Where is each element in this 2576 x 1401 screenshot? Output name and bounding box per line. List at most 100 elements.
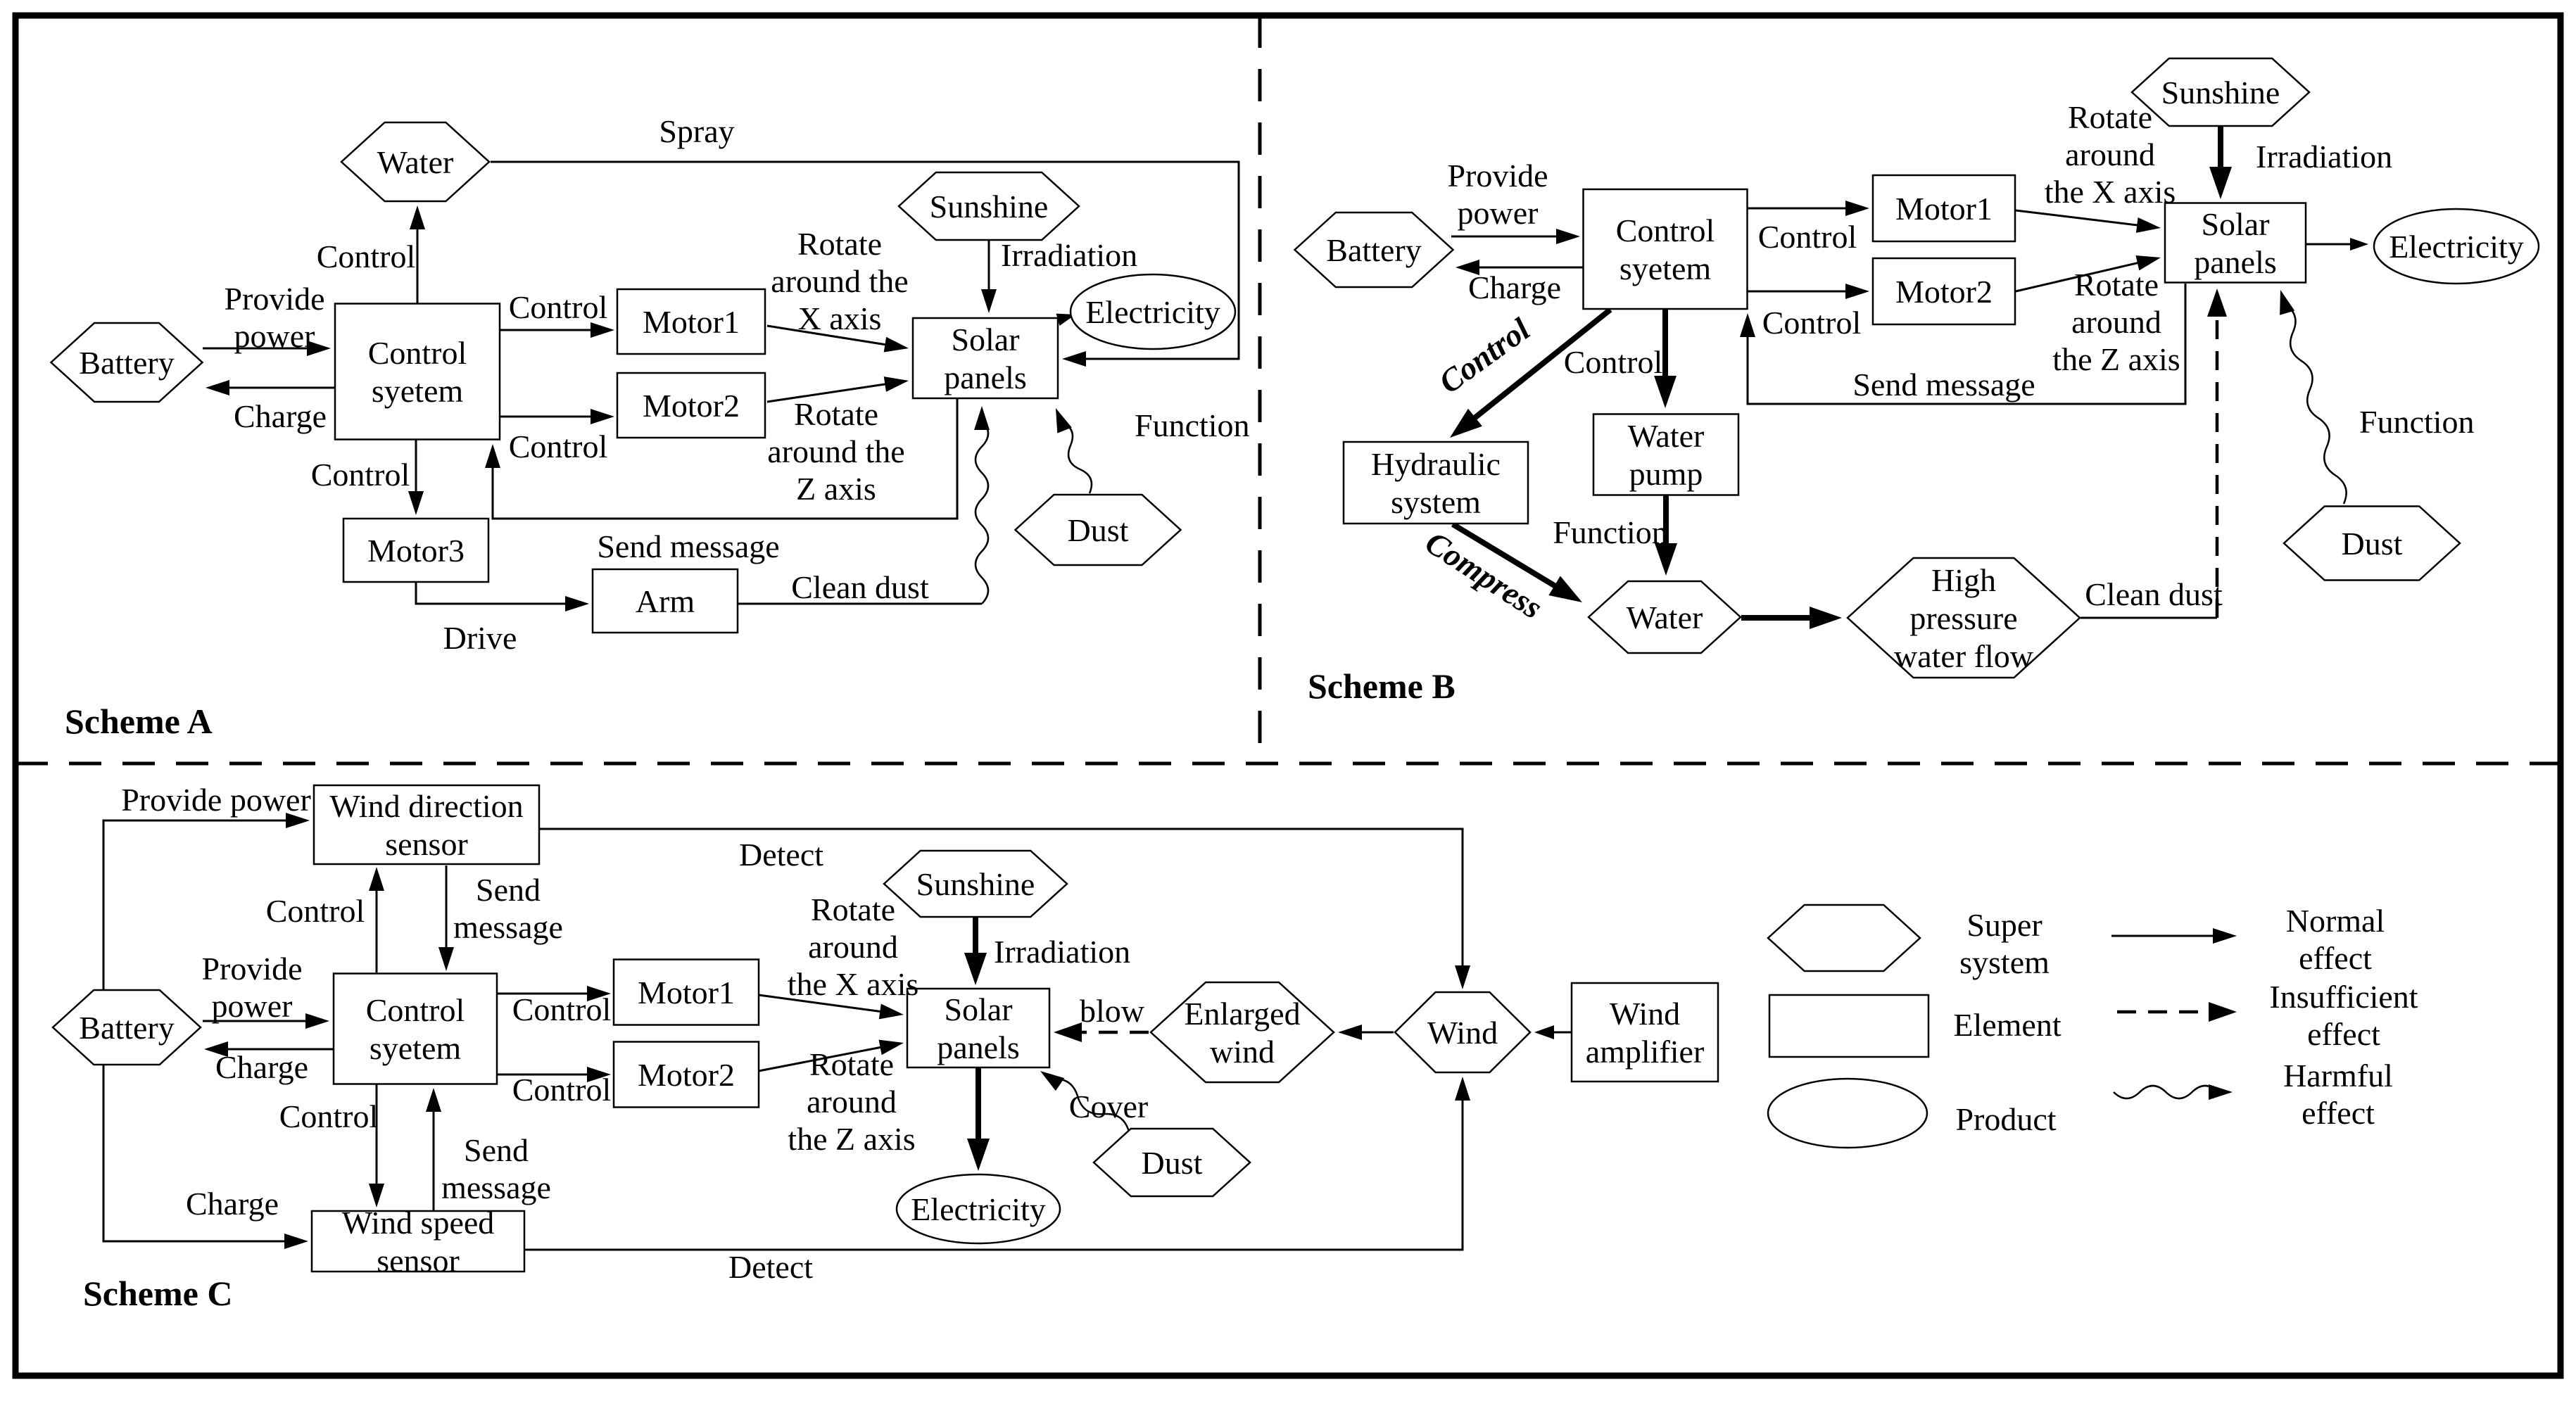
legend-insufficient-arrow-arrowhead [2209, 1002, 2237, 1022]
c-solar-electricity-arrowhead [967, 1139, 990, 1171]
node-a-sunshine-label: Sunshine [930, 189, 1049, 224]
node-b-high-pressure-water-flow [1846, 557, 2081, 679]
b-clean-dust-solar-arrowhead [2207, 289, 2227, 317]
a-control-motor1-arrowhead [591, 322, 614, 338]
node-c-dust [1092, 1127, 1251, 1198]
node-b-high-pressure-water-flow-label-line: pressure [1909, 600, 2017, 636]
node-c-wind-direction-sensor [312, 784, 541, 866]
a-send-message-label: Send message [597, 528, 779, 564]
node-c-control-system-label-line: syetem [370, 1030, 462, 1066]
node-a-motor2-label-line: Motor2 [643, 388, 740, 424]
node-b-dust-label-line: Dust [2342, 526, 2403, 562]
a-charge-label: Charge [234, 398, 327, 434]
node-b-high-pressure-water-flow-label-line: water flow [1894, 638, 2034, 674]
b-motor1-solar-arrowhead [2135, 217, 2161, 233]
c-windspeed-detect-wind-arrowhead [1455, 1077, 1470, 1101]
b-rotate-z-label-line: around [2071, 304, 2161, 340]
node-c-control-system-label-line: Control [366, 992, 465, 1028]
b-control-hydraulic-arrowhead [1450, 408, 1482, 438]
legend-harmful-arrow-arrowhead [2209, 1084, 2233, 1100]
a-control-motor2-label: Control [509, 429, 608, 464]
c-send-message-bottom-label-line: Send [464, 1132, 529, 1168]
legend-super-system-label-line: Super [1966, 907, 2042, 943]
node-b-sunshine-label-line: Sunshine [2161, 75, 2280, 110]
edge-a-arm-clean-dust-solar [974, 419, 990, 604]
edge-c-battery-windspeed-charge [102, 1063, 294, 1243]
node-c-motor1-label: Motor1 [638, 975, 735, 1010]
c-blow-label: blow [1080, 993, 1145, 1029]
node-b-motor2 [1871, 257, 2016, 326]
edge-b-control-hydraulic [1463, 307, 1612, 428]
b-control-hydraulic-label: Control [1432, 311, 1536, 400]
node-c-battery-label-line: Battery [79, 1010, 174, 1046]
node-a-motor1 [616, 288, 766, 355]
c-winddir-send-control-arrowhead [438, 947, 454, 971]
c-control-windspeed-label: Control [279, 1098, 379, 1134]
node-c-enlarged-wind [1149, 981, 1335, 1084]
edge-c-motor2-solar [758, 1044, 890, 1072]
c-wind-enlarged-arrowhead [1338, 1025, 1362, 1040]
node-a-control-system-label-line: Control [368, 335, 467, 371]
edge-a-solar-send-message-control [491, 399, 959, 520]
edge-b-dust-function-solar [2284, 303, 2347, 505]
a-control-motor3-label: Control [311, 457, 410, 493]
node-b-hydraulic-system-label-line: system [1391, 484, 1481, 520]
node-b-water-pump [1592, 413, 1740, 496]
b-control-motor2-label: Control [1762, 305, 1862, 341]
edge-a-motor2-solar [766, 381, 895, 403]
legend-harmful-label-line: Harmful [2283, 1058, 2393, 1093]
node-c-wind-label-line: Wind [1427, 1015, 1498, 1051]
c-control-motor2-arrowhead [587, 1067, 611, 1082]
node-a-electricity [1069, 273, 1237, 350]
a-motor3-arm-arrowhead [565, 596, 589, 611]
node-b-solar-panels-label-line: panels [2194, 244, 2277, 280]
edge-b-motor1-solar [2015, 209, 2147, 228]
node-c-motor2 [612, 1041, 760, 1108]
node-a-battery-label-line: Battery [79, 345, 174, 381]
a-solar-send-message-control-arrowhead [485, 444, 500, 468]
node-c-dust-label: Dust [1142, 1145, 1203, 1181]
node-a-battery [49, 322, 204, 403]
scheme-a-label: Scheme A [65, 702, 213, 741]
c-rotate-z-label-line: the Z axis [788, 1121, 915, 1157]
node-c-dust-label-line: Dust [1142, 1145, 1203, 1181]
b-motor2-solar-arrowhead [2135, 255, 2161, 271]
node-a-dust-label: Dust [1068, 512, 1129, 548]
b-rotate-x-label-line: around [2065, 137, 2155, 172]
edge-c-windspeed-detect-wind [524, 1091, 1464, 1251]
node-c-wind-speed-sensor [310, 1210, 526, 1273]
node-b-hydraulic-system-label-line: Hydraulic [1371, 446, 1501, 482]
a-control-water-label: Control [317, 239, 416, 274]
node-c-electricity-label-line: Electricity [911, 1191, 1046, 1227]
node-a-electricity-label-line: Electricity [1085, 294, 1220, 330]
a-clean-dust-label: Clean dust [791, 569, 929, 605]
a-motor1-solar-arrowhead [883, 336, 909, 353]
a-irradiation-label: Irradiation [1001, 237, 1137, 273]
b-control-motor1-arrowhead [1845, 201, 1869, 216]
c-control-winddir-label: Control [266, 893, 365, 929]
c-battery-windspeed-charge-arrowhead [284, 1234, 308, 1249]
c-send-message-top-label-line: message [453, 909, 563, 945]
edge-a-motor1-solar [766, 324, 895, 348]
node-c-wind-amplifier [1570, 982, 1719, 1083]
edge-b-solar-send-message-control [1746, 284, 2187, 405]
node-b-motor2-label: Motor2 [1895, 274, 1993, 310]
node-b-dust [2283, 505, 2461, 581]
a-rotate-x-label-line: around the [771, 263, 908, 299]
node-b-motor1-label-line: Motor1 [1895, 191, 1993, 227]
c-battery-control-arrowhead [305, 1013, 329, 1029]
c-send-message-top-label-line: Send [476, 872, 541, 908]
node-a-motor2 [616, 372, 766, 439]
